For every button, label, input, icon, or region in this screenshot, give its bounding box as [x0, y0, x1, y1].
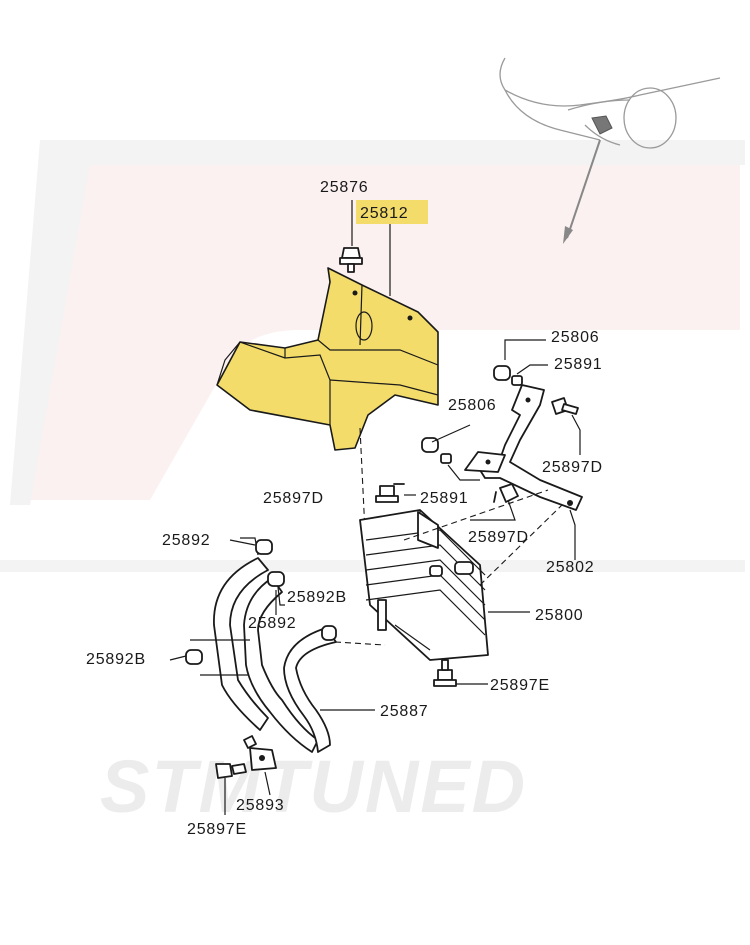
- part-25876-bolt[interactable]: [339, 247, 363, 273]
- label-25897D-mid: 25897D: [468, 529, 529, 546]
- part-25802-bracket[interactable]: [464, 384, 583, 511]
- label-25891-upper: 25891: [554, 356, 603, 373]
- watermark-text: STMTUNED: [100, 745, 527, 828]
- part-25892B-clamp-left[interactable]: [185, 649, 203, 665]
- label-25812: 25812: [360, 205, 409, 222]
- label-25891-lower: 25891: [420, 490, 469, 507]
- vehicle-location-sketch: [499, 57, 721, 244]
- part-25897D-bolt-right[interactable]: [551, 397, 579, 415]
- part-25897D-bolt-left[interactable]: [375, 483, 405, 503]
- part-25806-grommet-upper[interactable]: [493, 365, 511, 381]
- label-25892-mid: 25892: [248, 615, 297, 632]
- part-25897E-bolt-right[interactable]: [433, 659, 457, 687]
- part-25891-collar-upper[interactable]: [511, 375, 523, 386]
- label-25897D-right: 25897D: [542, 459, 603, 476]
- label-25876: 25876: [320, 179, 369, 196]
- part-25800-oil-cooler[interactable]: [359, 509, 489, 661]
- label-25897D-left: 25897D: [263, 490, 324, 507]
- label-25800: 25800: [535, 607, 584, 624]
- part-25897D-bolt-mid[interactable]: [493, 483, 519, 503]
- label-25897E-left: 25897E: [187, 821, 247, 838]
- label-25806-lower: 25806: [448, 397, 497, 414]
- watermark-logo: STMTUNED: [0, 140, 745, 828]
- part-25891-collar-lower[interactable]: [440, 453, 452, 464]
- label-25897E-right: 25897E: [490, 677, 550, 694]
- label-25812-highlight: [356, 200, 428, 224]
- label-25806-upper: 25806: [551, 329, 600, 346]
- part-25887-hoses[interactable]: [190, 537, 337, 753]
- label-25893: 25893: [236, 797, 285, 814]
- part-25812-shroud[interactable]: [216, 267, 439, 451]
- part-25892-clamp-top[interactable]: [255, 539, 273, 555]
- label-25802: 25802: [546, 559, 595, 576]
- label-25892-top: 25892: [162, 532, 211, 549]
- label-25887: 25887: [380, 703, 429, 720]
- label-25892B-left: 25892B: [86, 651, 146, 668]
- part-25893-clip[interactable]: [243, 735, 277, 771]
- part-25897E-bolt-left[interactable]: [215, 763, 247, 779]
- part-25892B-clamp-right[interactable]: [321, 625, 337, 641]
- part-25892-clamp-mid[interactable]: [267, 571, 285, 587]
- label-25892B-right: 25892B: [287, 589, 347, 606]
